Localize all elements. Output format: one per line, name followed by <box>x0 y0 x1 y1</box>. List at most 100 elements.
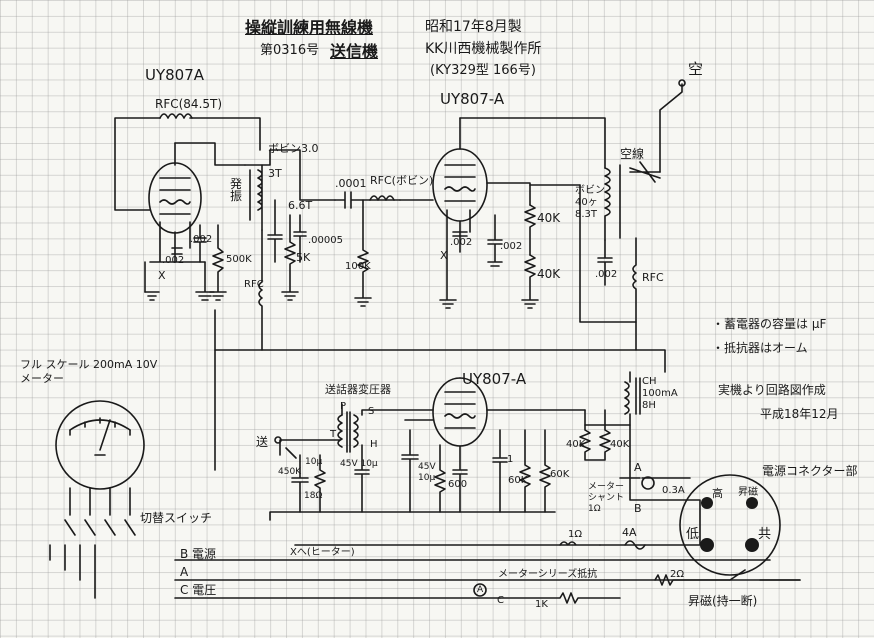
label-send: 送 <box>256 435 269 449</box>
label-bobbin-top: ボビン3.0 <box>268 142 319 155</box>
label-rfc-mid: RFC(ボビン) <box>370 174 434 187</box>
label-bobbin-mid: ボビン 40ヶ 8.3T <box>575 185 605 220</box>
r-40k-upper <box>524 204 536 256</box>
cap-002-osc <box>193 224 207 263</box>
label-cap-002-c: .002 <box>450 237 473 248</box>
label-relay: 昇磁(持一断) <box>688 594 758 608</box>
unit-number: 第0316号 <box>260 43 320 58</box>
label-cap-10u: 10μ <box>305 457 323 467</box>
label-r5k: 5K <box>296 251 311 264</box>
label-cap-002-b: .002 <box>162 255 185 266</box>
unit-kind: 送信機 <box>330 42 379 61</box>
label-b-power: B 電源 <box>180 547 217 561</box>
osc-plate-line <box>114 117 261 211</box>
supply-line-x <box>174 559 801 599</box>
label-fuse-4a: 4A <box>622 526 637 539</box>
label-r40k-d: 40K <box>610 439 630 450</box>
rfc-output <box>632 237 637 351</box>
label-antenna: 空 <box>688 60 704 78</box>
label-t: T <box>330 429 337 440</box>
label-rfc-a: RFC <box>244 279 264 290</box>
mod-tube <box>432 377 488 447</box>
label-heater: Xへ(ヒーター) <box>290 547 355 558</box>
label-c-voltage: C 電圧 <box>180 583 217 597</box>
note-resistance: ・抵抗器はオーム <box>712 341 808 355</box>
label-osc-kanji: 発振 <box>230 177 243 203</box>
r-100k <box>354 199 372 307</box>
ground-bus-lower <box>269 511 556 521</box>
label-r18: 18Ω <box>304 491 323 501</box>
label-r60k-a: 60K <box>508 475 528 486</box>
label-r1k: 1K <box>535 599 548 610</box>
label-a: A <box>180 565 189 579</box>
label-cap-002-e: .002 <box>595 269 618 280</box>
r-40k-lower <box>521 254 539 309</box>
rfc-bobbin-mid <box>369 195 395 201</box>
label-r40k-b: 40K <box>537 267 561 281</box>
label-3t: 3T <box>268 167 282 180</box>
label-meter-shunt: メーターシャント 1Ω <box>588 482 625 514</box>
label-rfc-top: RFC(84.5T) <box>155 97 223 111</box>
label-r450k: 450K <box>278 467 302 477</box>
label-cap-00005: .00005 <box>308 235 343 246</box>
mod-transformer <box>337 411 359 453</box>
label-r600: 600 <box>448 479 468 490</box>
tube-osc-label: UY807A <box>145 66 205 84</box>
pin-high: 高 <box>712 487 723 500</box>
label-r1ohm: 1Ω <box>568 529 583 540</box>
r-5k <box>281 214 299 301</box>
diagram-title: 操縦訓練用無線機 <box>245 18 374 37</box>
osc-tank-coil <box>249 164 263 231</box>
label-rfc-c: RFC <box>642 271 664 284</box>
label-node-a: A <box>634 461 642 474</box>
osc-tube <box>148 142 202 234</box>
label-air-coil: 空線 <box>620 147 645 161</box>
output-coil <box>604 167 611 241</box>
label-r40k-a: 40K <box>537 211 561 225</box>
label-meter-a: A <box>477 585 484 595</box>
panel-meter <box>55 400 145 490</box>
label-switch: 切替スイッチ <box>140 511 213 525</box>
label-node-b: B <box>634 502 642 515</box>
manufacturer: KK川西機械製作所 <box>425 41 542 57</box>
cap-002-amp <box>487 214 503 267</box>
pin-boost: 昇磁 <box>738 487 758 498</box>
pin-common: 共 <box>758 527 772 542</box>
amp-tube <box>432 117 488 222</box>
type-number: (KY329型 166号) <box>430 63 536 78</box>
manufacture-date: 昭和17年8月製 <box>425 19 522 35</box>
label-s: S <box>368 406 375 417</box>
label-x-b: X <box>440 249 448 262</box>
choke-ch <box>624 371 641 415</box>
label-cap-0001: .0001 <box>335 177 367 190</box>
note-capacitance: ・蓄電器の容量は μF <box>712 317 827 331</box>
label-6t: 6.6T <box>288 199 313 212</box>
tube-amp-label: UY807-A <box>440 90 505 108</box>
label-cap-002-a: .002 <box>190 234 213 245</box>
r-500k <box>209 224 227 301</box>
label-cap-45v: 45V 10μ <box>340 459 378 469</box>
pin-low: 低 <box>686 527 700 542</box>
label-h: H <box>370 439 378 450</box>
label-r100k: 100K <box>345 261 371 272</box>
meter-node-a <box>641 476 655 490</box>
label-r2ohm: 2Ω <box>670 569 685 580</box>
label-r500k: 500K <box>226 254 252 265</box>
label-meter-series: メーターシリーズ抵抗 <box>498 569 598 580</box>
tube-mod-label: UY807-A <box>462 370 527 388</box>
power-connector <box>679 474 781 576</box>
note-date: 平成18年12月 <box>760 407 839 421</box>
rfc-top-coil <box>159 113 193 119</box>
note-drawn-from: 実機より回路図作成 <box>718 383 826 397</box>
selector-switch <box>49 487 136 599</box>
label-x-a: X <box>158 269 166 282</box>
label-mod-transformer: 送話器変圧器 <box>325 383 391 396</box>
label-choke: CH 100mA 8H <box>642 376 678 411</box>
label-cap-1: 1 <box>507 454 514 465</box>
hv-bus <box>214 309 666 373</box>
label-connector: 電源コネクター部 <box>762 464 858 478</box>
label-meter-spec: フル スケール 200mA 10V メーター <box>20 358 158 386</box>
air-variable-cap <box>629 161 661 183</box>
label-meter-c: C <box>497 595 504 606</box>
